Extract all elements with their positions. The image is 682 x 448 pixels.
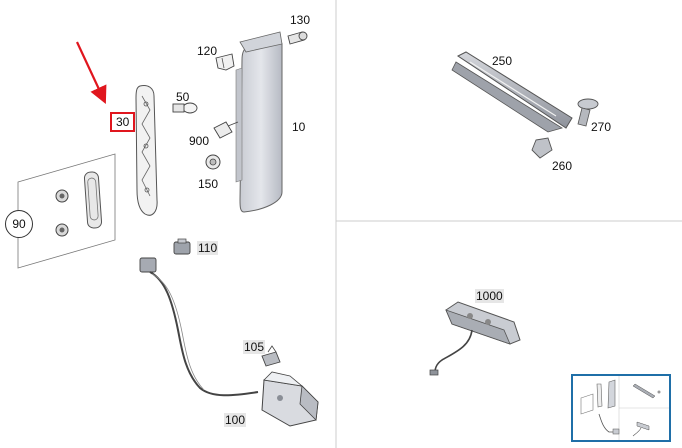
part-105-clip[interactable] <box>261 345 281 367</box>
callout-900[interactable]: 900 <box>189 134 210 148</box>
callout-10[interactable]: 10 <box>292 120 306 134</box>
callout-260[interactable]: 260 <box>552 159 573 173</box>
callout-100[interactable]: 100 <box>224 413 247 427</box>
part-1000-light-assembly[interactable] <box>429 301 521 376</box>
callout-110[interactable]: 110 <box>197 241 219 255</box>
part-130-screw[interactable] <box>287 31 308 45</box>
thumbnail-drawing <box>580 376 669 440</box>
part-150-nut[interactable] <box>205 154 221 170</box>
callout-270[interactable]: 270 <box>591 120 612 134</box>
part-30-trim-strip[interactable] <box>135 85 158 216</box>
part-10-door-panel[interactable] <box>235 31 283 213</box>
callout-1000[interactable]: 1000 <box>475 289 504 303</box>
callout-120[interactable]: 120 <box>197 44 218 58</box>
callout-50[interactable]: 50 <box>176 90 190 104</box>
part-120-clip[interactable] <box>215 53 235 71</box>
part-100-module[interactable] <box>139 257 319 427</box>
callout-105[interactable]: 105 <box>243 340 266 354</box>
part-900-connector[interactable] <box>213 121 239 139</box>
part-260-grommet[interactable] <box>531 137 553 159</box>
callout-90[interactable]: 90 <box>5 210 33 238</box>
callout-250[interactable]: 250 <box>492 54 513 68</box>
part-250-light-bar[interactable] <box>451 51 573 133</box>
callout-150[interactable]: 150 <box>198 177 219 191</box>
part-90-kit-sheet[interactable] <box>17 153 116 269</box>
overview-thumbnail[interactable] <box>571 374 671 442</box>
callout-30-highlighted[interactable]: 30 <box>110 112 136 132</box>
callout-130[interactable]: 130 <box>290 13 311 27</box>
part-110-connector[interactable] <box>173 238 191 255</box>
highlight-arrow <box>76 41 107 104</box>
part-270-push-pin[interactable] <box>577 98 599 127</box>
part-50-bulb[interactable] <box>172 102 198 114</box>
